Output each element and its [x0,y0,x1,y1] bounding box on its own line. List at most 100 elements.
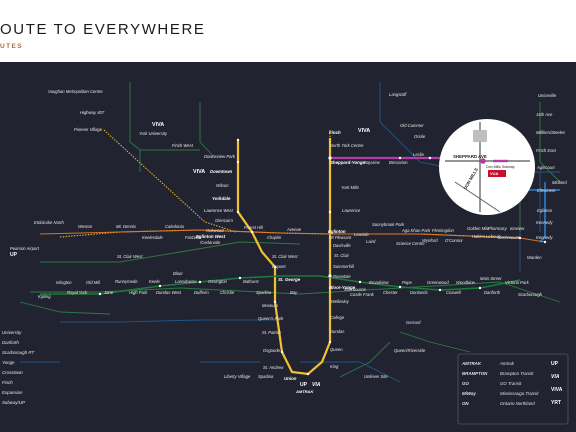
station-mt-pleasant: Mt Pleasant [329,235,352,240]
legend-label-0: Amtrak [499,361,515,366]
station-woodbine: Woodbine [456,280,476,285]
station-castle-frank: Castle Frank [350,292,375,297]
station-finch-east: Finch East [536,148,557,153]
inset-road-don-mills: DON MILLS [463,167,479,190]
station-finch: Finch [329,130,341,135]
up-logo-union: UP [300,382,308,388]
via-logo-union: VIA [312,382,321,388]
station-north-york-centre: North York Centre [330,143,364,148]
station-old-cummer: Old Cummer [400,123,424,128]
station-kipling: Kipling [38,294,51,299]
station-kennedy-go: Kennedy [536,220,553,225]
station-downsview-park: Downsview Park [204,154,236,159]
legend-left-7: Subway/UP [2,400,25,405]
up-logo-pearson: UP [10,252,18,258]
up-express-line [539,182,546,243]
station-college: College [330,315,345,320]
labels-svg: Vaughan Metropolitan Centre Highway 407 … [2,89,567,406]
station-liberty-village: Liberty Village [224,374,251,379]
inset-building [473,130,487,142]
legend-left-2: Scarborough RT [2,350,34,355]
station-langstaff: Langstaff [389,92,407,97]
inset-brand: VUA [490,171,499,176]
station-queens-park: Queen's Park [258,316,284,321]
station-glencairn: Glencairn [215,218,234,223]
station-forest-hill: Forest Hill [244,225,264,230]
station-bloor: Bloor [173,271,183,276]
station-jane: Jane [103,290,114,295]
station-sheppard-yonge: Sheppard-Yonge [330,160,366,165]
station-eglinton: Eglinton [328,229,346,234]
legend-logo-2: GO [462,381,469,386]
station-mt-dennis: Mt. Dennis [116,224,137,229]
station-old-mill: Old Mill [86,280,101,285]
station-cedarvale: /Cedarvale [199,240,221,245]
viva-logo-finch: VIVA [358,128,370,134]
station-etobicoke-north: Etobicoke North [34,220,64,225]
inset-road-sheppard: SHEPPARD AVE [453,154,487,159]
station-dufferin: Dufferin [194,290,209,295]
station-donlands: Donlands [410,290,429,295]
legend-via: VIA [551,374,560,380]
station-aga-khan-park: Aga Khan Park [401,228,431,233]
station-davisville: Davisville [333,243,351,248]
legend-label-1: Brampton Transit [500,371,534,376]
station-pharmacy: Pharmacy [488,226,508,231]
station-pape: Pape [402,280,412,285]
station-st-clair: St. Clair [334,253,349,258]
station-dundas: Dundas [330,329,345,334]
station-christie: Christie [220,290,235,295]
legend-left-5: Finch [2,380,13,385]
station-warden: Warden [527,255,542,260]
page-subtitle: UTES [0,43,23,50]
station-highway407: Highway 407 [80,110,105,115]
station-union: Union [284,376,297,381]
station-eglinton-east: Eglinton [537,208,553,213]
station-york-university: York University [139,131,168,136]
inset-station-dot [480,158,486,164]
legend-left-1: Danforth [2,340,19,345]
station-lansdowne: Lansdowne [175,279,197,284]
station-bessarion: Bessarion [389,160,408,165]
station-queen-riverside: Queen/Riverside [394,348,426,353]
page-title: OUTE TO EVERYWHERE [0,21,206,38]
station-high-park: High Park [129,290,148,295]
station-flemingdon: Flemingdon [432,228,455,233]
station-pioneer: Pioneer Village [74,127,103,132]
station-st-george: St. George [278,277,301,282]
station-lawrence: Lawrence [342,208,361,213]
station-golden-mile: Golden Mile [467,226,490,231]
station-oriole: Oriole [414,134,426,139]
station-oconnor: O'Connor [445,238,463,243]
neighbourhood-inset [439,119,535,215]
bloor-danforth-line [40,275,521,295]
station-ellesmere: Ellesmere [537,188,556,193]
station-dots [98,138,547,376]
station-wilson: Wilson [216,183,229,188]
inset-brand-marker [488,170,506,177]
transit-map-svg [19,82,569,425]
station-broadview: Broadview [369,280,390,285]
station-main-street: Main Street [480,276,502,281]
station-eglinton-west: Eglinton West [196,234,226,239]
station-hakimi-lebovic: Hakimi Lebovic [472,234,501,239]
legend-left-6: Expansion [2,390,23,395]
station-st-andrew: St. Andrew [263,365,284,370]
station-vaughan: Vaughan Metropolitan Centre [48,89,103,94]
station-york-mills: York Mills [341,185,360,190]
station-science-centre: Science Centre [396,241,425,246]
legend-logo-4: ON [462,401,469,406]
station-leaside: Leaside [354,232,369,237]
station-bloor-yonge: Bloor-Yonge [329,285,356,290]
station-dupont: Dupont [272,264,286,269]
station-chaplin: Chaplin [267,235,282,240]
station-bayview: Bayview [364,160,381,165]
legend-left-0: University [2,330,22,335]
station-unilever: Unilever Site [364,374,388,379]
station-spadina-south: Spadina [258,374,274,379]
station-wynford: Wynford [422,238,438,243]
station-sunnybrook-park: Sunnybrook Park [372,222,405,227]
station-milliken: Milliken/Steeles [536,130,566,135]
station-oakwood: Oakwood [206,228,224,233]
station-greenwood: Greenwood [427,280,449,285]
